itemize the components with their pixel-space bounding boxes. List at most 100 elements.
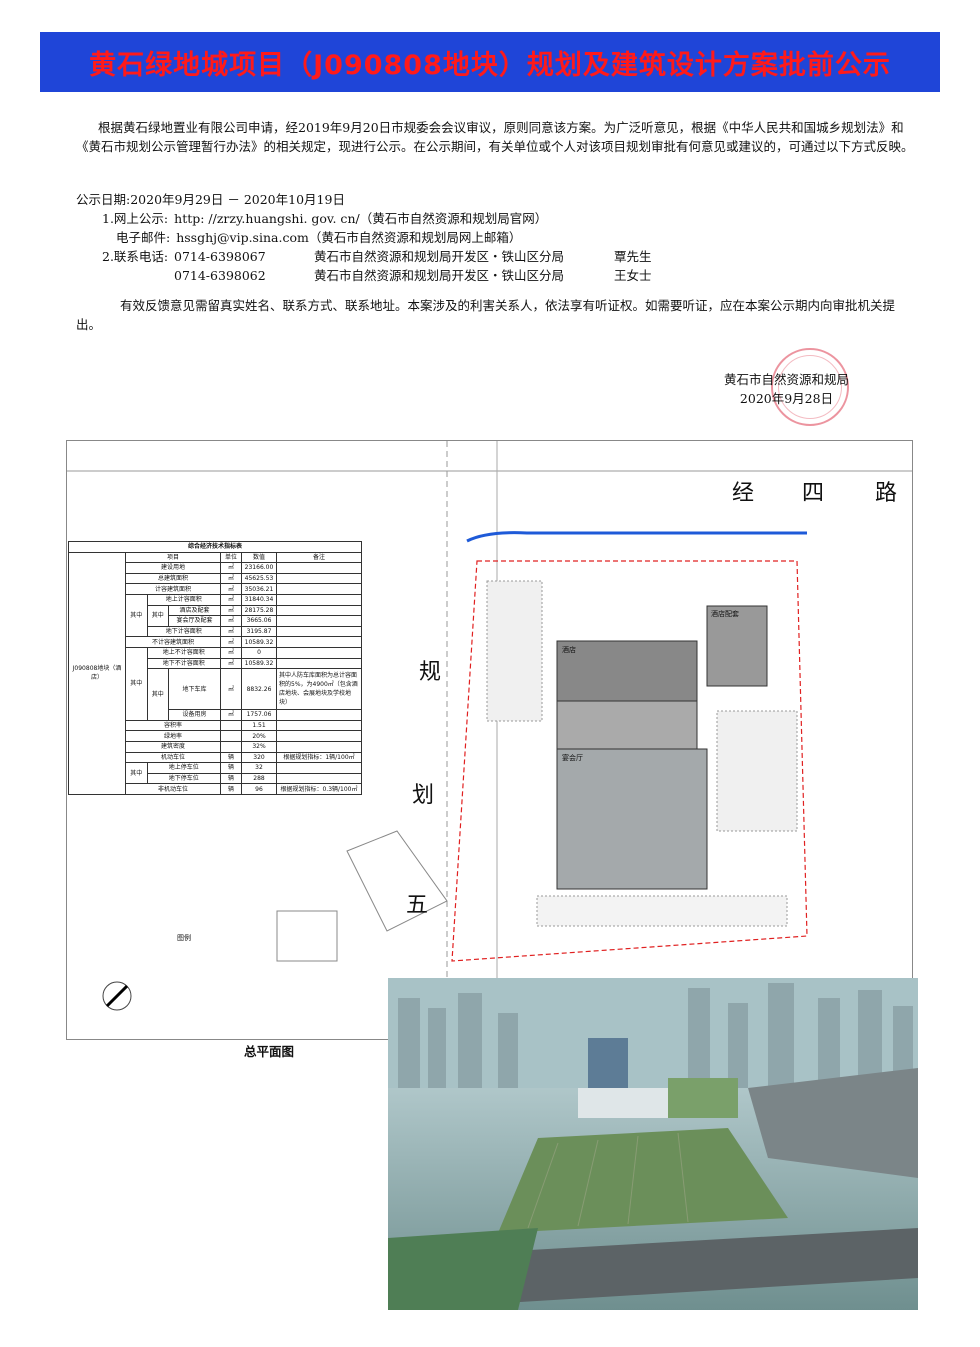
table-cell: 45625.53 [241, 572, 277, 585]
signature-org: 黄石市自然资源和规局 [724, 372, 850, 387]
email-link[interactable]: hssghj@vip.sina.com（黄石市自然资源和规划局网上邮箱） [176, 230, 522, 245]
contact-block: 公示日期:2020年9月29日 － 2020年10月19日 1.网上公示: ht… [76, 190, 916, 285]
intro-text: 根据黄石绿地置业有限公司申请，经2019年9月20日市规委会会议审议，原则同意该… [76, 120, 914, 154]
table-cell: 地上不计容面积 [146, 646, 222, 659]
table-cell: 288 [241, 772, 277, 785]
table-cell: 不计容建筑面积 [125, 636, 221, 648]
header-value: 数值 [241, 551, 277, 564]
econ-indicator-table: 综合经济技术指标表 J090808地块（酒店） 项目 单位 数值 备注 建设用地… [68, 541, 362, 795]
table-cell: 96 [241, 783, 277, 795]
table-cell: ㎡ [220, 657, 242, 670]
phone-person: 王女士 [614, 268, 652, 283]
table-cell [276, 636, 362, 648]
table-cell: ㎡ [220, 583, 242, 595]
header-item: 项目 [125, 551, 221, 564]
table-cell: 建筑密度 [125, 740, 221, 753]
table-cell: ㎡ [220, 562, 242, 574]
table-cell [276, 593, 362, 606]
table-cell: ㎡ [220, 604, 242, 617]
table-cell: 地上停车位 [146, 762, 222, 774]
table-cell [276, 604, 362, 617]
table-cell: 8832.26 [241, 668, 277, 711]
table-cell: 地下不计容面积 [146, 657, 222, 670]
phone-person: 覃先生 [614, 249, 652, 264]
table-cell: 31840.34 [241, 593, 277, 606]
email-label: 电子邮件: [116, 230, 171, 245]
publicity-date: 公示日期:2020年9月29日 － 2020年10月19日 [76, 192, 345, 207]
site-plan: 经 四 路 规 划 五 酒店 酒店配套 宴会厅 图例 综合经济技术指标表 J09… [66, 440, 913, 1040]
table-cell [276, 646, 362, 659]
table-cell: 20% [241, 730, 277, 742]
table-cell: 其中人防车库面积为总计容面积的5%，为4900㎡（包含酒店地块、会展地块及学校地… [276, 668, 362, 711]
building-label-annex: 酒店配套 [711, 610, 739, 618]
road-label-left-2: 划 [412, 783, 435, 808]
table-cell: 320 [241, 751, 277, 764]
table-cell: 10589.32 [241, 657, 277, 670]
signature-date: 2020年9月28日 [739, 391, 834, 406]
phone-office: 黄石市自然资源和规划局开发区・铁山区分局 [314, 268, 565, 283]
table-cell: ㎡ [220, 636, 242, 648]
table-cell: 非机动车位 [125, 783, 221, 795]
table-cell [276, 583, 362, 595]
table-cell: 地上计容面积 [146, 593, 222, 606]
table-cell: 1.51 [241, 719, 277, 732]
table-cell: 建设用地 [125, 562, 221, 574]
table-cell [276, 762, 362, 774]
table-cell [276, 562, 362, 574]
phone-number: 0714-6398067 [174, 249, 266, 264]
table-cell: 其中 [125, 646, 148, 721]
table-cell: ㎡ [220, 709, 242, 721]
table-cell [276, 615, 362, 627]
table-cell: 其中 [125, 593, 148, 638]
table-cell [276, 709, 362, 721]
legend-title: 图例 [177, 934, 191, 942]
table-cell [276, 740, 362, 753]
table-cell: 计容建筑面积 [125, 583, 221, 595]
table-cell: 其中 [146, 604, 170, 627]
note-text: 有效反馈意见需留真实姓名、联系方式、联系地址。本案涉及的利害关系人，依法享有听证… [76, 298, 896, 332]
road-label-left-1: 规 [419, 660, 442, 685]
table-cell: 辆 [220, 751, 242, 764]
table-cell: 辆 [220, 762, 242, 774]
table-cell: 根据规划指标：0.3辆/100㎡ [276, 783, 362, 795]
table-cell: 容积率 [125, 719, 221, 732]
table-cell [220, 740, 242, 753]
table-cell [220, 730, 242, 742]
table-cell: 辆 [220, 783, 242, 795]
table-cell: 3195.87 [241, 625, 277, 638]
signature-block: 黄石市自然资源和规局 2020年9月28日 [724, 370, 849, 408]
table-cell: 地下车库 [168, 668, 221, 711]
road-label-top-1: 经 [732, 481, 755, 506]
phone-label: 2.联系电话: [102, 249, 169, 264]
table-cell: 宴会厅及配套 [168, 615, 221, 627]
table-cell [276, 730, 362, 742]
header-note: 备注 [276, 551, 362, 564]
table-cell [276, 772, 362, 785]
table-cell: 1757.06 [241, 709, 277, 721]
table-cell: 设备用房 [168, 709, 221, 721]
header-unit: 单位 [220, 551, 242, 564]
web-link[interactable]: http: //zrzy.huangshi. gov. cn/（黄石市自然资源和… [174, 211, 548, 226]
table-cell: 10589.32 [241, 636, 277, 648]
aerial-rendering-image [388, 978, 918, 1310]
table-cell [276, 625, 362, 638]
table-cell: 根据规划指标：1辆/100㎡ [276, 751, 362, 764]
table-cell: ㎡ [220, 572, 242, 585]
table-cell: 绿地率 [125, 730, 221, 742]
table-cell: ㎡ [220, 625, 242, 638]
table-cell: 辆 [220, 772, 242, 785]
page-title: 黄石绿地城项目（J090808地块）规划及建筑设计方案批前公示 [89, 49, 891, 81]
table-cell: 酒店及配套 [168, 604, 221, 617]
site-plan-drawing [67, 441, 912, 1039]
table-cell: 35036.21 [241, 583, 277, 595]
table-cell: 0 [241, 646, 277, 659]
table-cell: 28175.28 [241, 604, 277, 617]
table-cell: 地下停车位 [146, 772, 222, 785]
table-cell: 23166.00 [241, 562, 277, 574]
web-label: 1.网上公示: [102, 211, 169, 226]
table-cell: ㎡ [220, 646, 242, 659]
phone-number: 0714-6398062 [174, 268, 266, 283]
road-label-left-3: 五 [406, 893, 429, 918]
table-cell: ㎡ [220, 615, 242, 627]
title-banner: 黄石绿地城项目（J090808地块）规划及建筑设计方案批前公示 [40, 32, 940, 92]
